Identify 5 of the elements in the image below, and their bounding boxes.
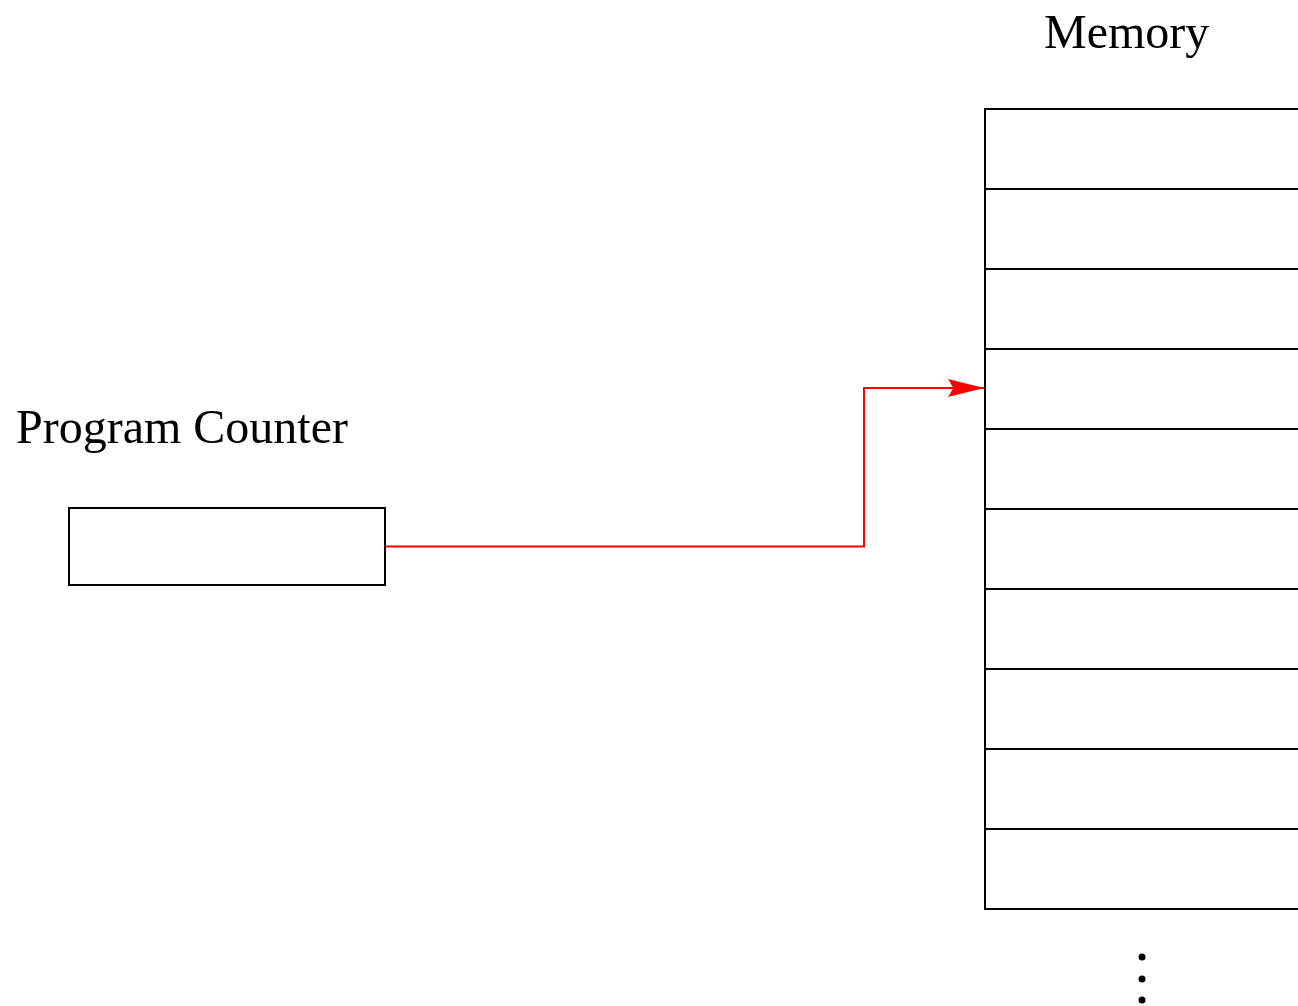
heading-label: Memory (1044, 8, 1210, 56)
memory-cell (984, 108, 1298, 190)
arrow (385, 379, 985, 548)
memory-cell (984, 828, 1298, 910)
heading-label: Program Counter (16, 403, 348, 451)
